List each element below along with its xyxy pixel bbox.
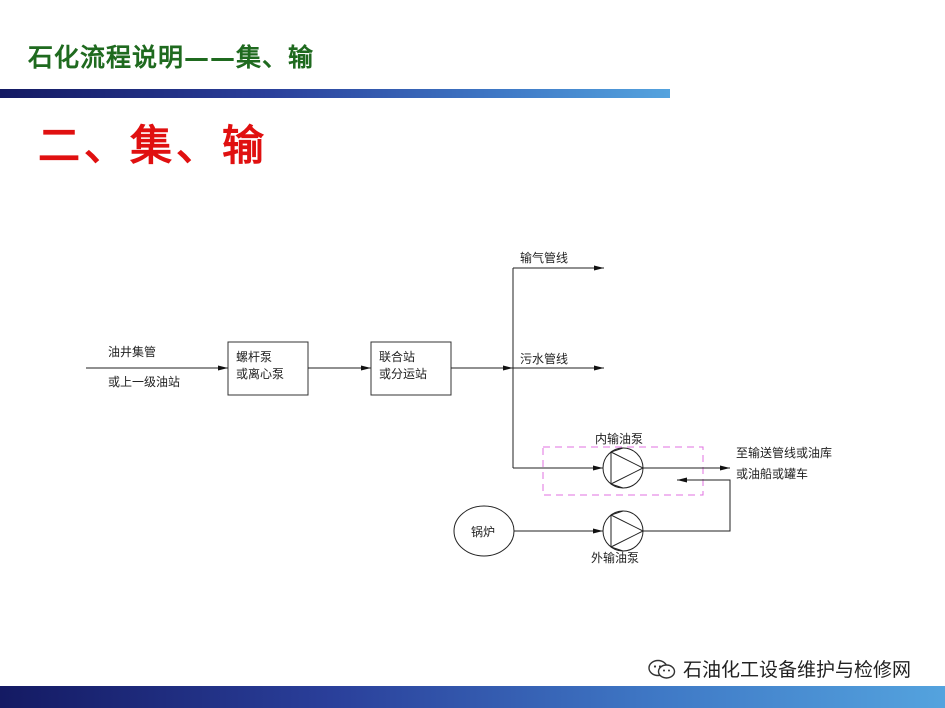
pump-box	[227, 341, 309, 396]
station-box-line2: 或分运站	[379, 367, 427, 381]
sewage-line-label: 污水管线	[520, 351, 568, 366]
watermark: 石油化工设备维护与检修网	[640, 653, 917, 684]
pump-box-line1: 螺杆泵	[236, 350, 272, 364]
gas-line-label: 输气管线	[520, 250, 568, 265]
station-box	[370, 341, 452, 396]
outer-pump-label: 外输油泵	[591, 550, 639, 565]
footer-bar	[0, 686, 945, 708]
outer-pump-return-line	[643, 477, 731, 532]
pump-box-line2: 或离心泵	[236, 366, 284, 381]
inlet-label-bottom: 或上一级油站	[108, 375, 180, 389]
outer-pump-icon	[602, 510, 645, 552]
header-bar	[0, 89, 670, 98]
inner-pump-icon	[602, 447, 645, 489]
inner-pump-enclosure	[542, 446, 704, 496]
inner-pump-label: 内输油泵	[595, 431, 643, 446]
header-title: 石化流程说明——集、输	[28, 43, 315, 72]
station-box-line1: 联合站	[379, 349, 415, 364]
watermark-text: 石油化工设备维护与检修网	[682, 659, 911, 681]
destination-label-line2: 或油船或罐车	[736, 466, 808, 481]
boiler-label: 锅炉	[471, 524, 495, 539]
inlet-label-top: 油井集管	[108, 344, 156, 359]
section-title: 二、集、输	[38, 121, 269, 170]
destination-label-line1: 至输送管线或油库	[736, 445, 832, 460]
wechat-icon	[648, 659, 676, 679]
